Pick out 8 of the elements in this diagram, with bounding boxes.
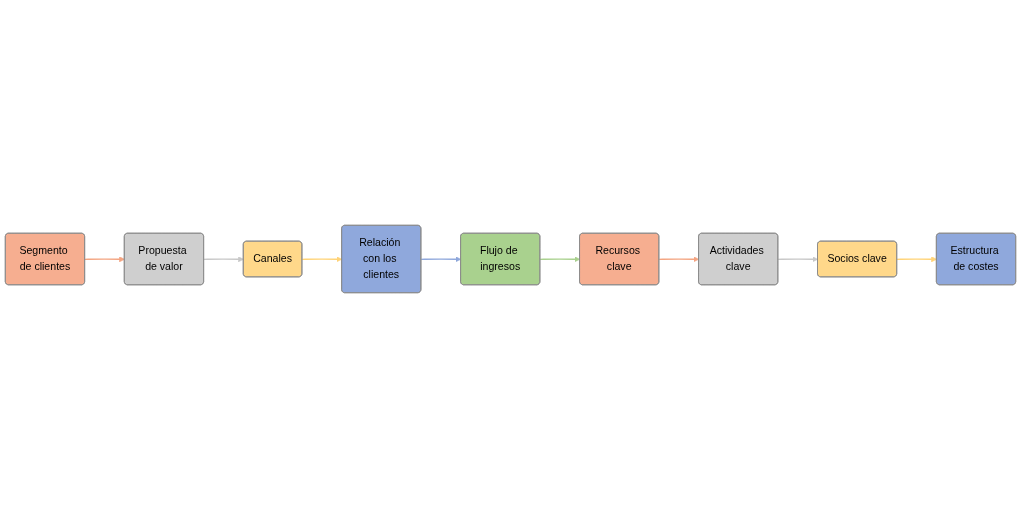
arrow (203, 256, 244, 263)
arrow (539, 256, 581, 263)
arrow (84, 256, 125, 263)
arrow (896, 256, 937, 263)
arrow (420, 256, 462, 263)
arrow (301, 256, 343, 263)
arrow (777, 256, 819, 263)
arrow (658, 256, 700, 263)
